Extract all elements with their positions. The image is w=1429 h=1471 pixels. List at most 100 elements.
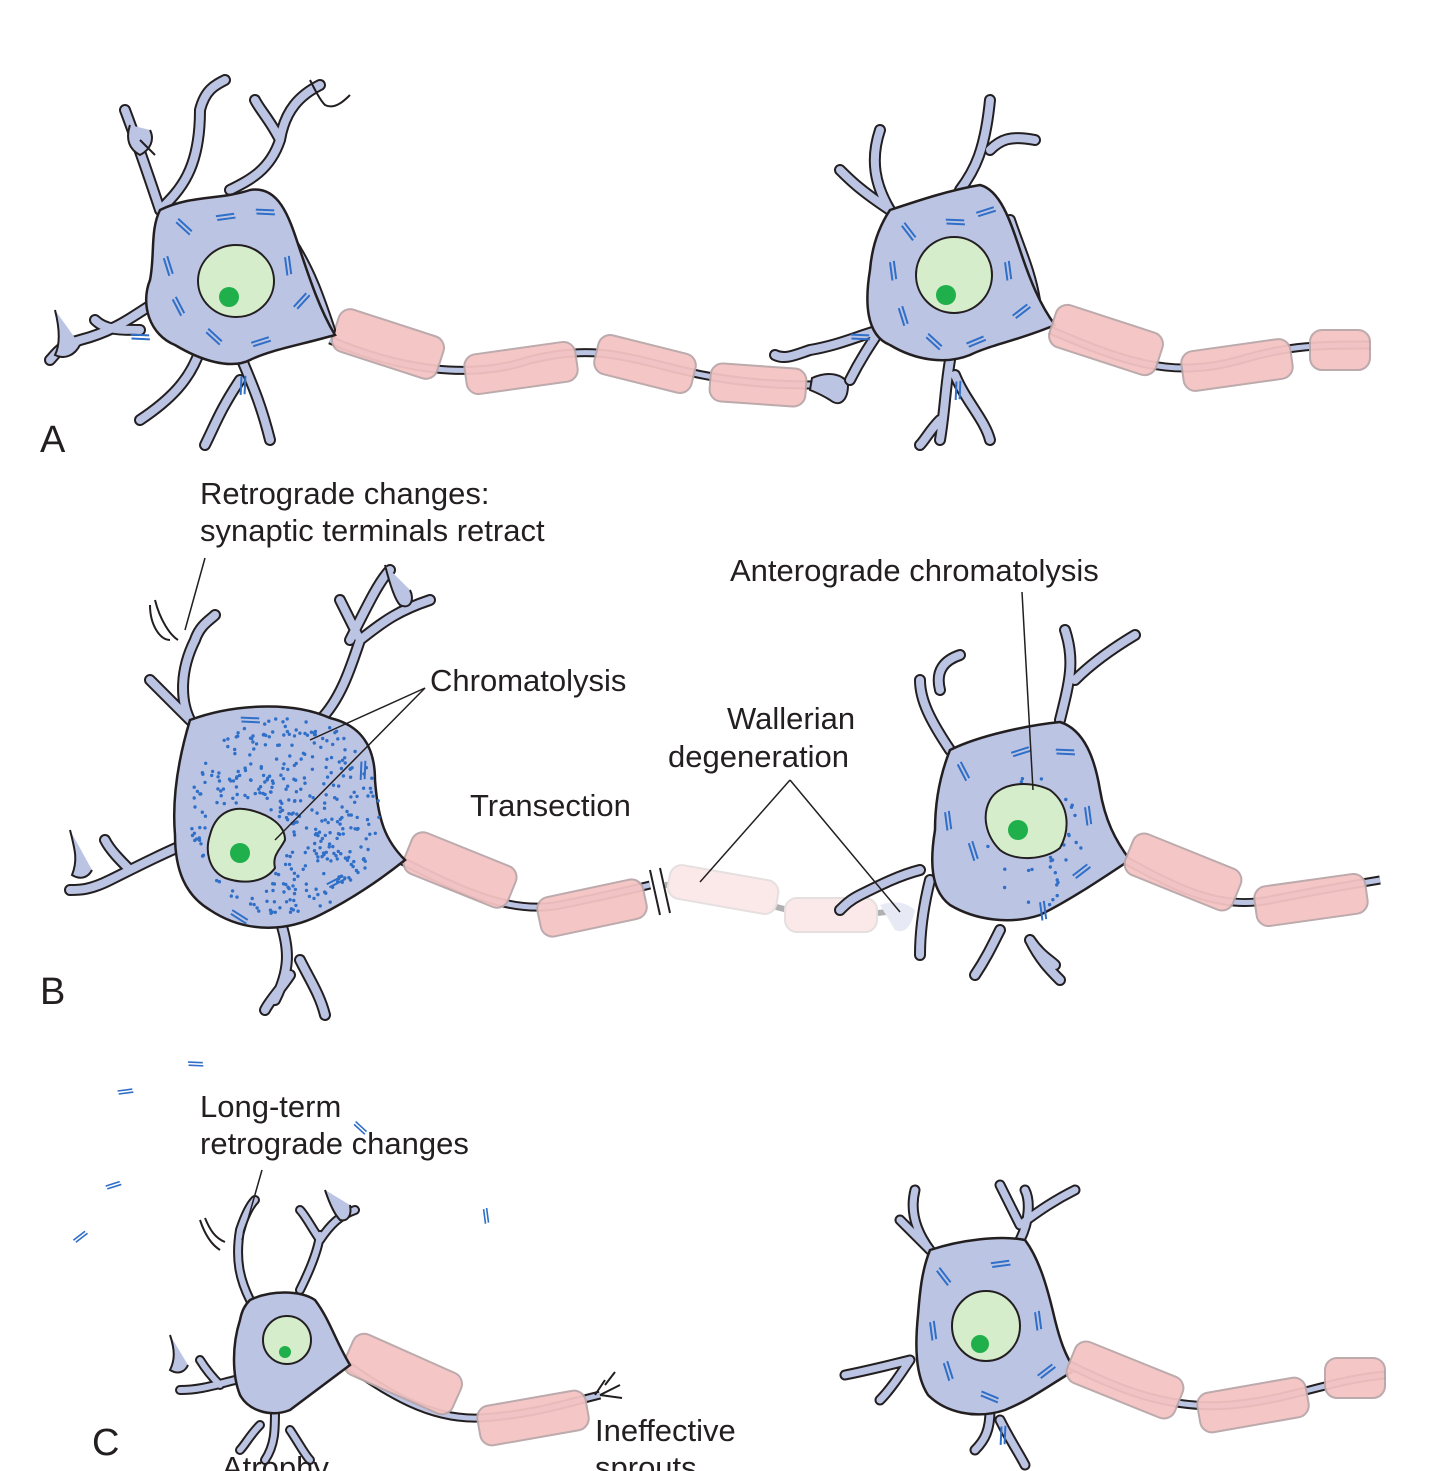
nissl-dot — [321, 736, 325, 741]
nissl-dot — [274, 871, 278, 876]
nissl-dot — [1053, 871, 1058, 875]
nissl-dot — [233, 747, 237, 752]
nissl-dot — [1026, 868, 1031, 873]
nissl-dot — [236, 731, 240, 735]
nissl-dot — [312, 741, 316, 745]
nissl-dot — [349, 826, 353, 830]
myelin-sheath — [331, 308, 808, 408]
nissl-dot — [271, 888, 275, 893]
nissl-dot — [253, 791, 257, 796]
nissl-dot — [377, 815, 381, 819]
nissl-dot — [323, 890, 327, 894]
nissl-dot — [305, 733, 310, 737]
nissl-dot — [192, 785, 196, 789]
nissl-dot — [365, 817, 370, 822]
nissl-dot — [294, 790, 299, 794]
nissl-dot — [292, 833, 297, 837]
nissl-dot — [319, 839, 323, 843]
nissl-dot — [267, 774, 272, 778]
nissl-dot — [320, 819, 324, 823]
nissl-dot — [350, 766, 354, 770]
nissl-dot — [291, 908, 296, 912]
nissl-dot — [1050, 858, 1055, 862]
nissl-dot — [289, 867, 294, 871]
nissl-dot — [258, 791, 262, 795]
nissl-dot — [261, 773, 266, 778]
nissl-dot — [278, 810, 282, 814]
nissl-dot — [331, 742, 335, 747]
nissl-dot — [204, 761, 208, 765]
nissl-dot — [345, 858, 350, 862]
nissl-dot — [292, 891, 297, 896]
nissl-dot — [338, 817, 342, 821]
nissl-dot — [282, 762, 286, 766]
nissl-dot — [1048, 855, 1053, 860]
nissl-dot — [198, 792, 202, 796]
nissl-dot — [1030, 867, 1034, 872]
nissl-dot — [1067, 833, 1071, 838]
nissl-dot — [250, 896, 254, 901]
nissl-dot — [203, 780, 207, 785]
nissl-dot — [328, 726, 332, 730]
nissl-dot — [353, 800, 357, 804]
nissl-dot — [329, 859, 333, 863]
nissl-dot — [314, 852, 319, 856]
nissl-dot — [333, 730, 337, 735]
nissl-dot — [299, 787, 303, 791]
nissl-dot — [273, 910, 277, 914]
label-anterograde: Anterograde chromatolysis — [730, 553, 1099, 588]
nissl-dot — [282, 733, 286, 737]
nissl-dot — [341, 827, 345, 831]
nissl-dot — [243, 793, 247, 798]
nissl-dot — [304, 826, 309, 830]
nissl-dot — [327, 845, 331, 849]
nissl-dot — [287, 732, 291, 736]
nissl-dot — [258, 785, 263, 789]
nissl-dot — [323, 833, 327, 838]
nissl-dot — [198, 825, 202, 830]
nissl-dot — [327, 842, 332, 846]
nissl-dot — [283, 862, 288, 867]
nissl-dot — [290, 850, 295, 854]
leader-line-longterm — [241, 1169, 263, 1241]
transection-mark — [649, 867, 671, 916]
nissl-dot — [348, 775, 353, 779]
nissl-dot — [1020, 777, 1025, 781]
nissl-dot — [335, 820, 340, 824]
nissl-dot — [286, 784, 290, 788]
nissl-dot — [216, 775, 220, 779]
nissl-dot — [292, 734, 297, 738]
nissl-dot — [323, 801, 327, 805]
nissl-dot — [251, 734, 255, 738]
nissl-dot — [363, 866, 367, 870]
nissl-dot — [330, 817, 334, 821]
nissl-dot — [252, 902, 256, 907]
nissl-dot — [236, 769, 240, 774]
nissl-dot — [1069, 805, 1074, 809]
nissl-dot — [338, 822, 342, 826]
nissl-dot — [328, 900, 332, 904]
nissl-dot — [1073, 813, 1077, 818]
nissl-dot — [347, 855, 351, 859]
nissl-dot — [318, 846, 322, 850]
nissl-dot — [343, 756, 347, 760]
nissl-dot — [284, 900, 289, 904]
nissl-dot — [329, 755, 334, 760]
ineffective-sprouts — [594, 1371, 623, 1399]
nissl-dot — [269, 808, 273, 812]
nissl-dot — [362, 857, 366, 861]
nissl-dot — [353, 827, 357, 831]
nissl-dot — [296, 874, 300, 878]
nissl-dot — [288, 854, 292, 859]
neuron-a-right — [769, 94, 1057, 451]
label-chromatolysis: Chromatolysis — [430, 663, 626, 698]
nissl-dot — [217, 771, 221, 775]
nissl-dot — [318, 904, 322, 908]
nissl-dot — [312, 849, 317, 853]
nucleolus — [219, 287, 239, 307]
nissl-dot — [217, 880, 222, 884]
nissl-dot — [231, 779, 236, 783]
nissl-dot — [320, 836, 325, 841]
nissl-dot — [376, 799, 380, 803]
